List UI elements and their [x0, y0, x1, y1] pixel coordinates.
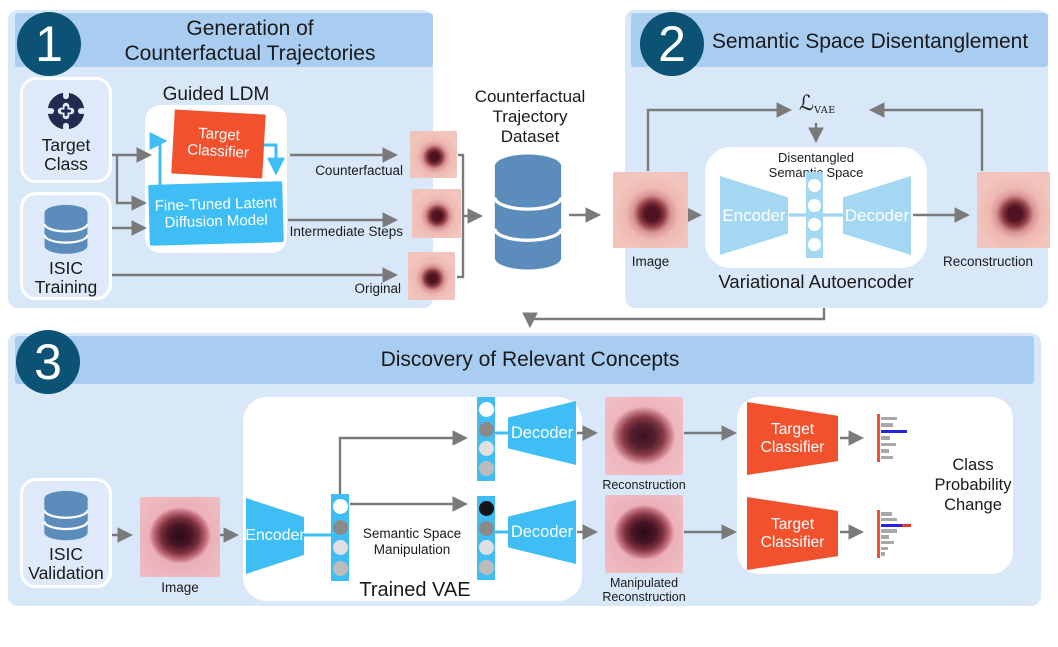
- reconstruction-image: [977, 172, 1050, 248]
- semantic-manipulation-label: Semantic Space Manipulation: [362, 526, 462, 558]
- loss-script-l: ℒ: [799, 91, 815, 115]
- latent-dot: [478, 540, 494, 556]
- original-image: [408, 252, 455, 300]
- panel-2-number-text: 2: [658, 16, 686, 72]
- trained-vae-caption: Trained VAE: [359, 579, 471, 601]
- target-classifier-block: Target Classifier: [171, 109, 266, 179]
- intermediate-step-image: [412, 189, 461, 238]
- chart-bar: [881, 523, 919, 528]
- latent-dot: [478, 441, 494, 457]
- chart-axis: [877, 510, 880, 558]
- target-classifier-block: Target Classifier: [747, 497, 838, 570]
- database-icon: [43, 204, 89, 254]
- chart-axis: [877, 414, 880, 462]
- latent-strip-manipulated: [477, 496, 495, 580]
- panel-3-title: Discovery of Relevant Concepts: [380, 348, 680, 371]
- chart-bar: [881, 449, 919, 453]
- target-class-box: Target Class: [20, 77, 112, 183]
- chart-bar: [881, 535, 919, 539]
- latent-diffusion-model-block: Fine-Tuned Latent Diffusion Model: [148, 181, 284, 246]
- chart-bar: [881, 512, 919, 516]
- encoder-latent-strip: [331, 494, 349, 581]
- vae-loss-label: ℒ VAE: [799, 91, 836, 117]
- chart-bar: [881, 429, 919, 434]
- chart-bar: [881, 423, 919, 427]
- panel-3-number: 3: [16, 330, 80, 394]
- counterfactual-image: [410, 131, 457, 178]
- panel-2-title: Semantic Space Disentanglement: [711, 30, 1029, 53]
- latent-dot: [332, 560, 348, 576]
- manipulated-reconstruction-image: [605, 495, 683, 573]
- loss-subscript: VAE: [814, 105, 836, 116]
- latent-dot: [332, 540, 348, 556]
- latent-dot: [478, 560, 494, 576]
- latent-dot: [478, 500, 494, 516]
- input-image: [613, 172, 688, 248]
- panel-1-header: [15, 13, 433, 67]
- isic-validation-label: ISIC Validation: [28, 544, 104, 584]
- latent-dot: [478, 520, 494, 536]
- image-label: Image: [631, 254, 670, 269]
- panel-2-number: 2: [640, 12, 704, 76]
- intermediate-steps-label: Intermediate Steps: [289, 224, 403, 239]
- reconstruction-image: [605, 397, 683, 475]
- validation-image: [140, 497, 220, 577]
- latent-dot: [478, 401, 494, 417]
- panel-1-number-text: 1: [35, 16, 63, 72]
- chart-bar: [881, 436, 919, 440]
- image-label: Image: [161, 580, 199, 595]
- database-icon: [493, 154, 563, 270]
- chart-bar: [881, 529, 919, 533]
- latent-dot: [808, 218, 821, 232]
- target-icon: [44, 89, 88, 133]
- chart-bar: [881, 546, 919, 550]
- target-class-label: Target Class: [41, 135, 91, 175]
- latent-dot: [808, 178, 821, 192]
- panel-1-title: Generation of Counterfactual Trajectorie…: [124, 17, 376, 65]
- chart-bar: [881, 540, 919, 545]
- chart-bar: [881, 518, 919, 522]
- chart-bar: [881, 552, 919, 556]
- latent-strip-original: [477, 397, 495, 481]
- dataset-title: Counterfactual Trajectory Dataset: [474, 87, 586, 146]
- latent-dot: [332, 519, 348, 535]
- latent-dot: [808, 238, 821, 252]
- class-probability-change-label: Class Probability Change: [934, 456, 1012, 514]
- probability-chart-top: [877, 414, 919, 462]
- reconstruction-label: Reconstruction: [942, 254, 1034, 269]
- counterfactual-label: Counterfactual: [315, 163, 403, 178]
- latent-dot: [478, 461, 494, 477]
- manipulated-reconstruction-label: Manipulated Reconstruction: [602, 576, 686, 605]
- chart-bar: [881, 455, 919, 459]
- latent-dot: [332, 499, 348, 515]
- chart-bar: [881, 442, 919, 447]
- reconstruction-label: Reconstruction: [602, 478, 686, 492]
- target-classifier-block: Target Classifier: [747, 402, 838, 475]
- chart-bar: [881, 417, 919, 421]
- isic-training-label: ISIC Training: [34, 257, 98, 297]
- isic-validation-box: ISIC Validation: [20, 478, 112, 588]
- isic-training-box: ISIC Training: [20, 192, 112, 300]
- database-icon: [43, 490, 89, 541]
- panel-1-number: 1: [17, 12, 81, 76]
- panel-3-header: [15, 336, 1034, 384]
- panel-3-number-text: 3: [34, 334, 62, 390]
- latent-vector-strip: [806, 172, 823, 258]
- guided-ldm-title: Guided LDM: [162, 84, 270, 105]
- latent-dot: [478, 421, 494, 437]
- latent-dot: [808, 198, 821, 212]
- original-label: Original: [354, 281, 401, 296]
- probability-chart-bottom: [877, 510, 919, 558]
- vae-caption: Variational Autoencoder: [718, 271, 914, 292]
